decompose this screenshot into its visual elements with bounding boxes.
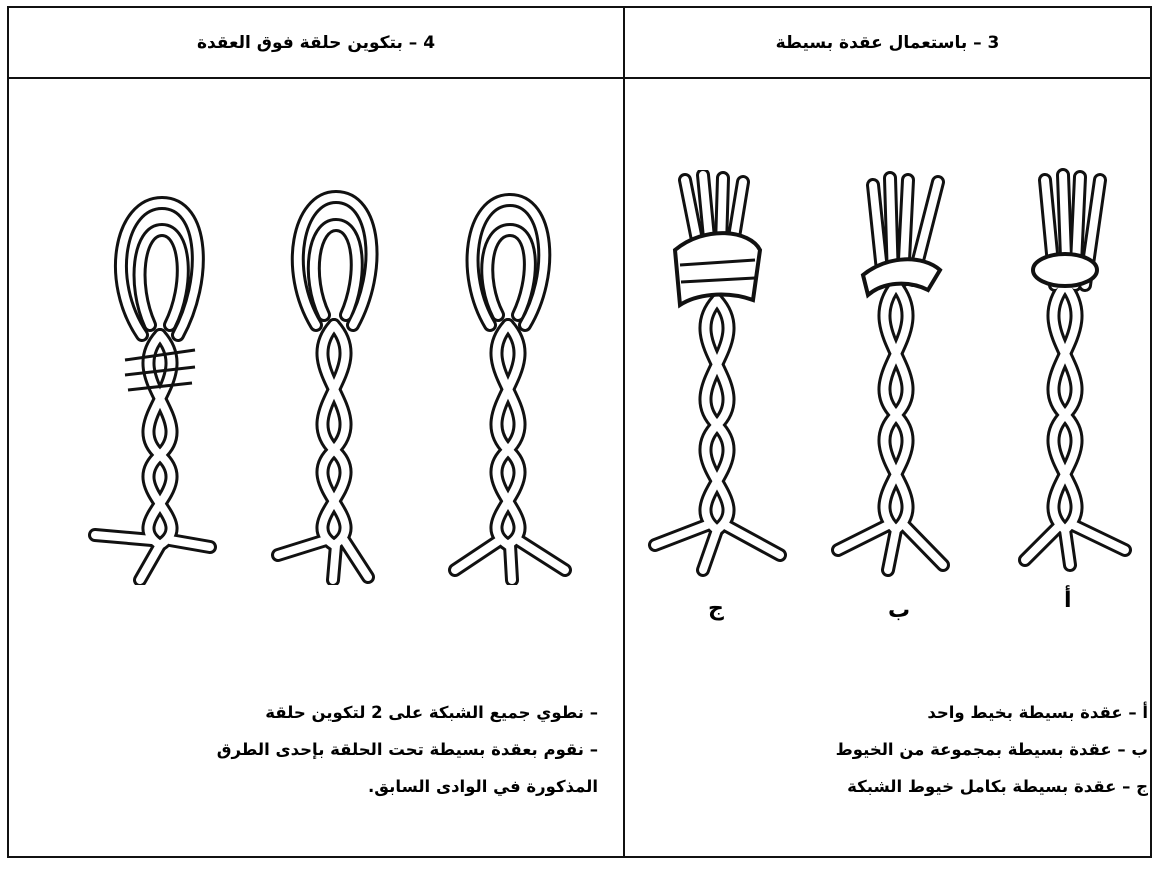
loop-braid-illustration-3	[80, 185, 240, 585]
loop-braid-illustration-2	[258, 185, 418, 585]
label-alif: أ	[1064, 588, 1072, 613]
note-alif: أ – عقدة بسيطة بخيط واحد	[648, 694, 1148, 731]
braid-illustration-alif	[1005, 165, 1140, 575]
note-knot-under-loop: – نقوم بعقدة بسيطة تحت الحلقة بإحدى الطر…	[120, 731, 598, 768]
note-methods-mentioned: المذكورة في الوادى السابق.	[120, 768, 598, 805]
braid-illustration-jim	[645, 170, 795, 580]
panel-3-title: 3 – باستعمال عقدة بسيطة	[625, 8, 1150, 77]
header-divider	[7, 77, 1152, 79]
label-jim: ج	[708, 596, 724, 621]
panel-4-notes: – نطوي جميع الشبكة على 2 لتكوين حلقة – ن…	[120, 694, 598, 805]
loop-braid-illustration-1	[430, 185, 590, 585]
single-strand-knot	[1033, 254, 1097, 286]
note-jim: ج – عقدة بسيطة بكامل خيوط الشبكة	[648, 768, 1148, 805]
full-net-knot	[675, 233, 760, 305]
panel-3-notes: أ – عقدة بسيطة بخيط واحد ب – عقدة بسيطة …	[648, 694, 1148, 805]
label-ba: ب	[888, 598, 910, 623]
braid-illustration-ba	[828, 170, 968, 580]
note-ba: ب – عقدة بسيطة بمجموعة من الخيوط	[648, 731, 1148, 768]
note-fold: – نطوي جميع الشبكة على 2 لتكوين حلقة	[120, 694, 598, 731]
column-divider	[623, 6, 625, 858]
panel-4-title: 4 – بتكوين حلقة فوق العقدة	[9, 8, 623, 77]
